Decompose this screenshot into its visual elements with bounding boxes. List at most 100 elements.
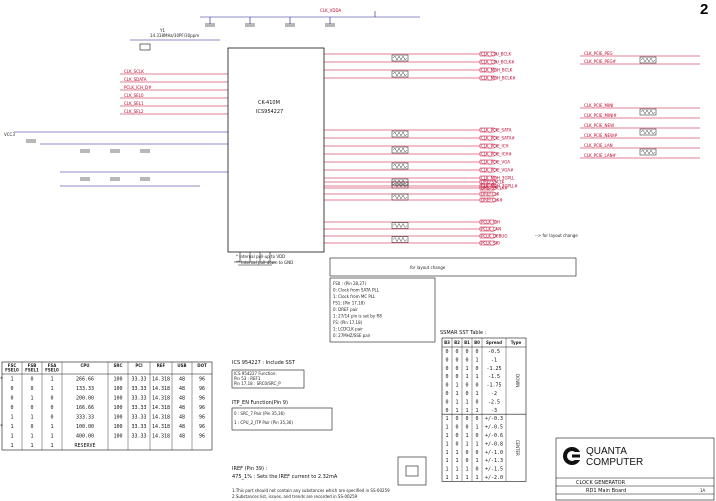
- offpage-connector: [479, 191, 498, 197]
- ssc-table-cell: +/-0.5: [485, 425, 503, 431]
- left-signal-label: CLK_SDATA: [124, 77, 147, 82]
- cpu-clock-signal: CLK_CPU_BCLK#: [481, 59, 515, 64]
- vdd-caps-left: [14, 131, 228, 187]
- ssc-table-cell: 0: [465, 349, 468, 355]
- ssc-type-label: CENTER: [515, 440, 520, 456]
- freq-table-cell: 33.33: [131, 396, 146, 402]
- dot-clock-signal: DREFCLK#: [481, 197, 503, 202]
- far-right-signal-label: CLK_PCIE_NEW: [584, 123, 614, 128]
- fs-note-line: FS1: (Pin 17,18): [333, 301, 365, 306]
- pullup-note-2: ** Internal pull-down to GND: [236, 260, 293, 265]
- ssc-table-cell: 0: [445, 399, 448, 405]
- sheet-title: CLOCK GENERATOR: [576, 480, 626, 486]
- ssc-table-cell: 1: [455, 399, 458, 405]
- resistor-pack: [639, 148, 657, 156]
- freq-table-cell: 100: [113, 415, 122, 421]
- ssc-table-cell: 0: [475, 383, 478, 389]
- freq-table-cell: 0: [30, 405, 33, 411]
- include-ssc: ICS 954227 : Include SST: [232, 360, 296, 366]
- left-signal-label: CLK_SEL1: [124, 101, 144, 106]
- src-clock-signal: CLK_MCH_3GPLL#: [481, 183, 518, 188]
- resistor-pack: [639, 128, 657, 136]
- freq-table-cell: 0: [30, 424, 33, 430]
- src-clock-signal: CLK_PCIE_ICH: [481, 143, 509, 148]
- freq-table-cell: 14.318: [152, 396, 170, 402]
- far-right-signal-label: CLK_PCIE_LAN#: [584, 153, 617, 158]
- cpu-clock-signal: CLK_CPU_BCLK: [481, 51, 511, 56]
- ssc-table-cell: 1: [475, 458, 478, 464]
- cpu-rail-label: CLK_VDDA: [320, 8, 341, 13]
- ssc-table-cell: 0: [445, 357, 448, 363]
- iref-line-0: IREF (Pin 39) :: [232, 466, 267, 472]
- src-clock-signal: CLK_MCH_3GPLL: [481, 175, 515, 180]
- itp-row-1: 1 : CPU_2_ITP Pair (Pin 35,36): [234, 420, 293, 425]
- chip-ref: CK-410M: [258, 100, 280, 106]
- ssc-table-cell: 0: [465, 357, 468, 363]
- ssc-table-cell: 1: [455, 475, 458, 481]
- freq-table-header: FSA: [48, 363, 58, 368]
- freq-table-cell: 33.33: [131, 424, 146, 430]
- ssc-table-cell: +/-0.8: [485, 441, 503, 447]
- freq-table-cell: 0: [50, 415, 53, 421]
- freq-table-cell: 0: [10, 386, 13, 392]
- quanta-logo: [563, 447, 582, 465]
- freq-table-cell: 33.33: [131, 434, 146, 440]
- freq-table-header: FSEL0: [45, 368, 59, 373]
- freq-table-cell: RESERVE: [74, 443, 95, 449]
- pci-clock-signal: PCLK_DEBUG: [481, 233, 507, 238]
- freq-table-cell: 1: [50, 443, 53, 449]
- freq-table-cell: 1: [10, 424, 13, 430]
- ssc-table-cell: 1: [475, 475, 478, 481]
- far-right-signal-label: CLK_PCIE_PEG: [584, 51, 613, 56]
- chip-ground: [234, 252, 276, 266]
- freq-table-cell: 96: [199, 377, 205, 383]
- freq-table-header: FSEL0: [5, 368, 19, 373]
- itp-box: 0 : SRC_7 Pair (Pin 35,36) 1 : CPU_2_ITP…: [231, 407, 333, 431]
- resistor-pack: [639, 56, 657, 64]
- layout-note-2: for layout change: [410, 265, 446, 270]
- freq-table-cell: 48: [179, 386, 185, 392]
- freq-table-cell: 1: [50, 386, 53, 392]
- freq-table-cell: 96: [199, 405, 205, 411]
- far-right-signal-label: CLK_PCIE_NEW#: [584, 133, 618, 138]
- src-clock-signal: CLK_PCIE_VGA: [481, 159, 510, 164]
- freq-table-cell: 96: [199, 415, 205, 421]
- freq-table-cell: 1: [10, 434, 13, 440]
- fs-note-line: 1: Clock from MC PLL: [333, 294, 376, 299]
- ssc-table-cell: 0: [475, 349, 478, 355]
- ssc-table-cell: 1: [465, 433, 468, 439]
- offpage-connector: [479, 143, 498, 149]
- ssc-table-cell: 1: [475, 441, 478, 447]
- freq-table-cell: 48: [179, 434, 185, 440]
- iref-line-1: 475_1% : Sets the IREF current to 2.32mA: [232, 474, 338, 480]
- freq-table-cell: 100: [113, 405, 122, 411]
- resistor-pack: [391, 54, 409, 62]
- freq-table-cell: 48: [179, 405, 185, 411]
- ssc-table-cell: 1: [465, 374, 468, 380]
- resistor-pack: [391, 222, 409, 229]
- ssc-table-cell: 1: [475, 391, 478, 397]
- freq-table-cell: 0: [50, 396, 53, 402]
- ssc-table-cell: 1: [455, 458, 458, 464]
- itp-row-0: 0 : SRC_7 Pair (Pin 35,36): [234, 411, 285, 416]
- ssc-table-cell: 1: [465, 441, 468, 447]
- revision: 1A: [700, 488, 706, 493]
- freq-table-cell: 48: [179, 415, 185, 421]
- ssc-table-cell: 0: [465, 391, 468, 397]
- freq-table-header: USB: [177, 363, 186, 368]
- chip-part: ICS954227: [256, 109, 283, 115]
- freq-table-cell: 0: [30, 377, 33, 383]
- right-signal-group: CLK_CPU_BCLKCLK_CPU_BCLK#CLK_MCH_BCLKCLK…: [324, 51, 518, 245]
- ssc-table-cell: 0: [445, 408, 448, 414]
- ssc-table-cell: 0: [445, 374, 448, 380]
- freq-table-cell: 1: [50, 377, 53, 383]
- freq-table-cell: 1: [10, 377, 13, 383]
- ssc-table-cell: 1: [445, 425, 448, 431]
- ssc-table-cell: +/-2.0: [485, 475, 503, 481]
- freq-table-header: SRC: [114, 363, 123, 368]
- freq-table-cell: 1: [30, 396, 33, 402]
- resistor-pack: [639, 108, 657, 116]
- ssc-table-header: B2: [454, 340, 460, 345]
